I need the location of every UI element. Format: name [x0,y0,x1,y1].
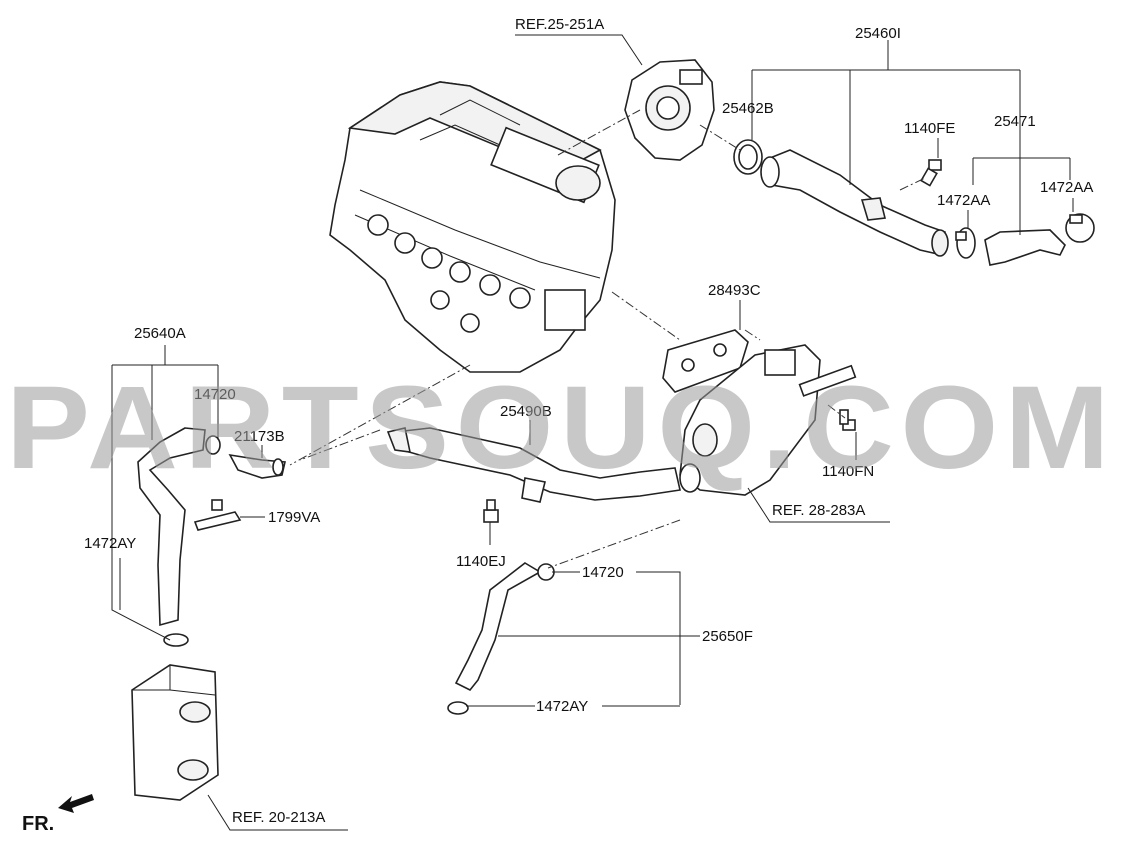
front-direction-label: FR. [22,813,54,835]
clamp-1472ay-left[interactable] [163,633,189,647]
bolt-1140fe[interactable] [920,159,942,187]
label-25460i[interactable]: 25460I [855,25,901,42]
front-arrow-icon [58,794,94,813]
part-labels: REF.25-251A 25460I 25462B 1140FE 25471 1… [22,16,1093,835]
label-1472ay-left[interactable]: 1472AY [84,535,136,552]
label-28493c[interactable]: 28493C [708,282,761,299]
center-lines [289,109,926,569]
label-14720-bottom[interactable]: 14720 [582,564,624,581]
leader-lines [111,34,1074,831]
clamp-1472aa-left[interactable] [955,227,976,259]
label-1140fn[interactable]: 1140FN [822,463,874,480]
clamp-1472aa-right[interactable] [1065,213,1095,243]
label-1140ej[interactable]: 1140EJ [456,553,506,570]
label-1140fe[interactable]: 1140FE [904,120,955,137]
fitting-21173b[interactable] [228,453,286,479]
label-ref-28-283a[interactable]: REF. 28-283A [772,502,865,519]
label-25490b[interactable]: 25490B [500,403,552,420]
pipe-25490b[interactable] [386,427,681,503]
clamp-1472ay-bottom[interactable] [447,701,469,715]
watermark: PARTSOUQ.COM [6,362,1116,494]
hose-25471[interactable] [984,229,1066,266]
label-25650f[interactable]: 25650F [702,628,753,645]
label-25471[interactable]: 25471 [994,113,1036,130]
hose-25650f[interactable] [454,562,542,692]
oil-cooler[interactable] [131,664,219,801]
label-14720-top[interactable]: 14720 [194,386,236,403]
clip-1799va[interactable] [193,499,242,531]
engine-block[interactable] [329,81,616,373]
label-1472aa-right[interactable]: 1472AA [1040,179,1093,196]
label-25640a[interactable]: 25640A [134,325,186,342]
pipe-25460i[interactable] [760,149,949,257]
hose-25640a[interactable] [137,427,206,627]
label-ref-20-213a[interactable]: REF. 20-213A [232,809,325,826]
label-ref-25-251a[interactable]: REF.25-251A [515,16,604,33]
label-21173b[interactable]: 21173B [234,428,285,445]
gasket-25462b[interactable] [733,139,763,175]
label-1799va[interactable]: 1799VA [268,509,320,526]
label-1472aa-left[interactable]: 1472AA [937,192,990,209]
label-25462b[interactable]: 25462B [722,100,774,117]
turbocharger[interactable] [624,59,715,161]
clamp-14720-top[interactable] [205,435,221,455]
bolt-1140ej[interactable] [483,499,499,523]
label-1472ay-bottom[interactable]: 1472AY [536,698,588,715]
egr-cooler[interactable] [679,344,857,496]
